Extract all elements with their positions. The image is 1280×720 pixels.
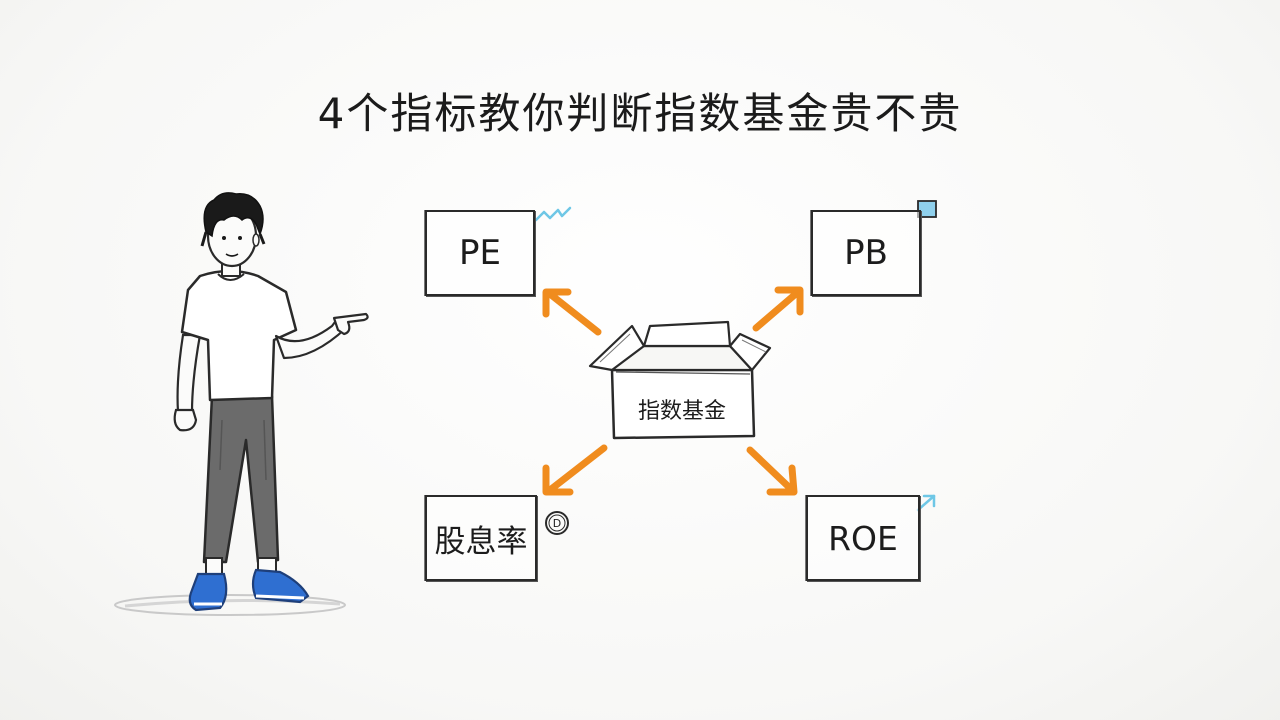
indicator-box-pb: PB xyxy=(811,210,921,296)
coin-icon xyxy=(545,511,569,535)
hair xyxy=(203,192,264,238)
indicator-label-pb: PB xyxy=(844,233,888,273)
pants xyxy=(202,394,280,564)
arrow-to-pe xyxy=(542,288,602,336)
indicator-label-dividend-yield: 股息率 xyxy=(434,523,528,560)
zigzag-icon xyxy=(534,206,572,222)
pointing-hand xyxy=(332,312,369,336)
coin-letter: D xyxy=(552,516,562,530)
indicator-box-pe: PE xyxy=(425,210,535,296)
right-shoe xyxy=(251,568,310,604)
arrow-to-roe xyxy=(746,446,798,496)
person-illustration xyxy=(114,192,369,616)
indicator-box-roe: ROE xyxy=(806,495,920,581)
t-shirt xyxy=(180,269,298,402)
trend-arrow-icon xyxy=(916,494,936,512)
page-title: 4个指标教你判断指数基金贵不贵 xyxy=(317,89,963,138)
square-icon xyxy=(917,200,937,218)
indicator-label-pe: PE xyxy=(459,233,501,273)
center-box-label: 指数基金 xyxy=(637,399,726,424)
left-shoe xyxy=(188,572,228,612)
fund-box-illustration xyxy=(588,320,772,440)
indicator-box-dividend-yield: 股息率 xyxy=(425,495,537,581)
indicator-label-roe: ROE xyxy=(828,518,898,558)
arrow-to-pb xyxy=(752,286,804,332)
arrow-to-dividend xyxy=(542,444,608,496)
ground-shadow xyxy=(114,594,346,616)
